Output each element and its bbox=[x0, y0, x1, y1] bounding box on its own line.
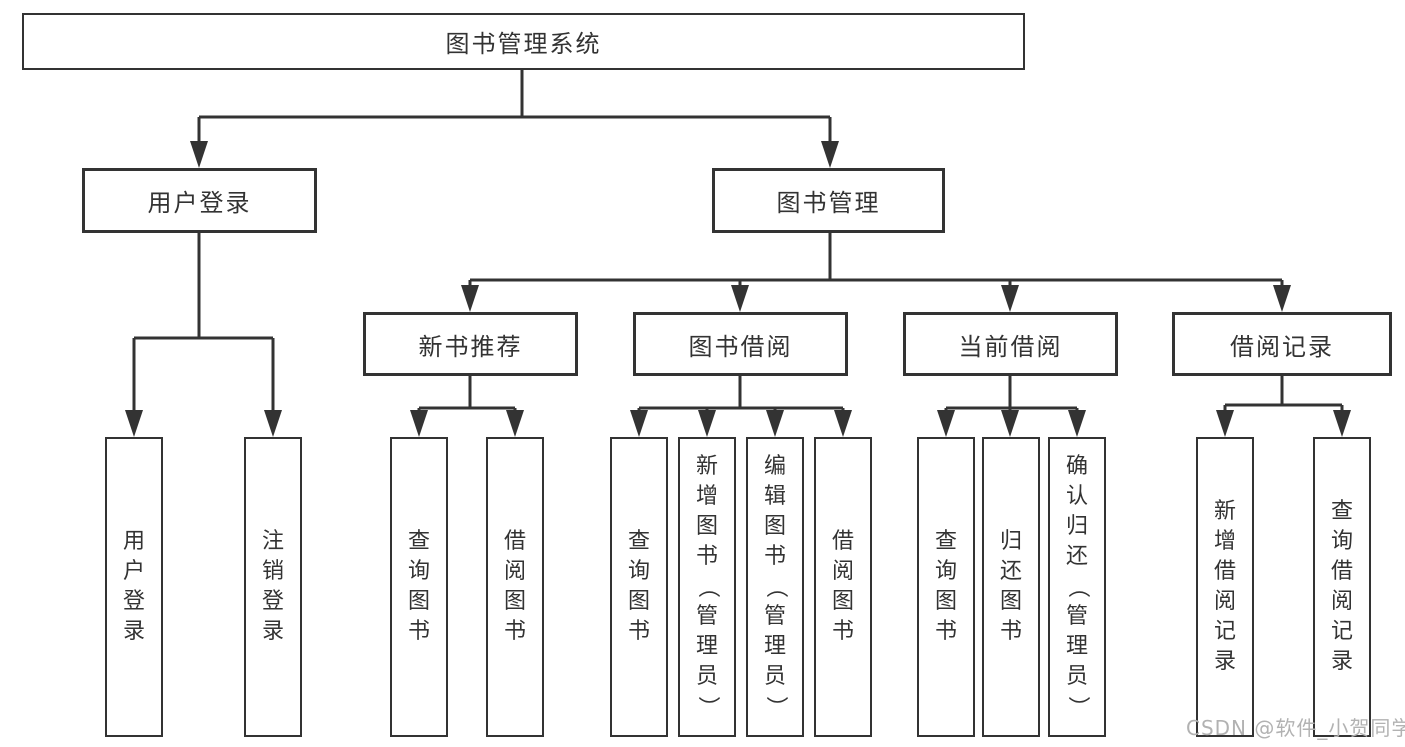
leaf-borrow-books-recommend: 借阅图书 bbox=[486, 437, 544, 737]
node-label: 借阅图书 bbox=[503, 529, 526, 644]
leaf-query-books-current: 查询图书 bbox=[917, 437, 975, 737]
node-label: 查询图书 bbox=[934, 529, 957, 644]
watermark-csdn: CSDN @软件_小贺同学 bbox=[1186, 716, 1405, 740]
node-label: 用户登录 bbox=[122, 529, 145, 644]
node-library-management-system: 图书管理系统 bbox=[22, 13, 1025, 70]
node-new-book-recommendation: 新书推荐 bbox=[363, 312, 578, 376]
node-label: 当前借阅 bbox=[958, 332, 1063, 361]
leaf-add-borrow-record: 新增借阅记录 bbox=[1196, 437, 1254, 737]
leaf-add-books-admin: 新增图书（管理员） bbox=[678, 437, 736, 737]
node-label: 新增借阅记录 bbox=[1213, 499, 1236, 674]
leaf-edit-books-admin: 编辑图书（管理员） bbox=[746, 437, 804, 737]
leaf-borrow-books-borrowing: 借阅图书 bbox=[814, 437, 872, 737]
node-label: 查询借阅记录 bbox=[1330, 499, 1353, 674]
node-label: 注销登录 bbox=[261, 529, 284, 644]
node-label: 查询图书 bbox=[407, 529, 430, 644]
leaf-user-login: 用户登录 bbox=[105, 437, 163, 737]
leaf-query-books-recommend: 查询图书 bbox=[390, 437, 448, 737]
node-book-management: 图书管理 bbox=[712, 168, 945, 233]
node-label: 新书推荐 bbox=[418, 332, 523, 361]
node-label: 查询图书 bbox=[627, 529, 650, 644]
node-label: 图书管理系统 bbox=[445, 30, 602, 58]
leaf-confirm-return-admin: 确认归还（管理员） bbox=[1048, 437, 1106, 737]
leaf-query-books-borrowing: 查询图书 bbox=[610, 437, 668, 737]
node-user-login: 用户登录 bbox=[82, 168, 317, 233]
node-label: 借阅图书 bbox=[831, 529, 854, 644]
node-current-borrowing: 当前借阅 bbox=[903, 312, 1118, 376]
node-label: 图书借阅 bbox=[688, 332, 793, 361]
node-label: 新增图书（管理员） bbox=[694, 454, 720, 719]
leaf-return-books: 归还图书 bbox=[982, 437, 1040, 737]
leaf-query-borrow-record: 查询借阅记录 bbox=[1313, 437, 1371, 737]
node-label: 借阅记录 bbox=[1230, 332, 1334, 361]
node-label: 编辑图书（管理员） bbox=[762, 454, 788, 719]
node-label: 用户登录 bbox=[147, 189, 252, 217]
node-label: 图书管理 bbox=[776, 189, 881, 217]
node-label: 确认归还（管理员） bbox=[1064, 454, 1090, 719]
node-book-borrowing: 图书借阅 bbox=[633, 312, 848, 376]
node-borrowing-records: 借阅记录 bbox=[1172, 312, 1392, 376]
leaf-logout: 注销登录 bbox=[244, 437, 302, 737]
arrowheads bbox=[125, 141, 1351, 437]
node-label: 归还图书 bbox=[999, 529, 1022, 644]
